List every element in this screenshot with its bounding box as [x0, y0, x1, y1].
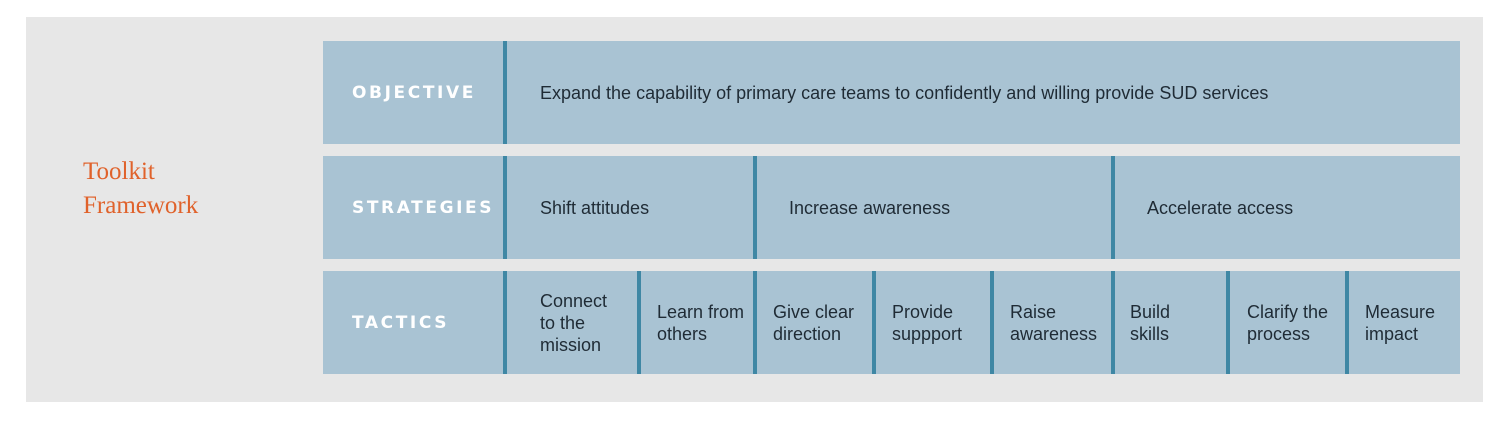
tactic-cell: Learn from others — [637, 271, 753, 374]
strategies-label: STRATEGIES — [352, 197, 495, 218]
tactic-line: awareness — [1010, 323, 1098, 344]
tactic-text: Learn from others — [657, 301, 744, 345]
strategy-text: Shift attitudes — [540, 197, 650, 218]
tactic-line: Provide — [892, 301, 954, 322]
tactic-line: to the — [540, 312, 586, 333]
objective-text: Expand the capability of primary care te… — [540, 82, 1269, 103]
tactic-cell: Build skills — [1111, 271, 1226, 374]
tactic-line: impact — [1365, 323, 1419, 344]
tactic-line: suppport — [892, 323, 963, 344]
tactic-line: Connect — [540, 290, 608, 311]
tactic-text: Raise awareness — [1010, 301, 1097, 345]
tactic-line: Build — [1130, 301, 1171, 322]
tactic-line: Measure — [1365, 301, 1436, 322]
strategy-cell: Shift attitudes — [503, 156, 753, 259]
tactic-text: Clarify the process — [1247, 301, 1328, 345]
objective-cell: Expand the capability of primary care te… — [503, 41, 1460, 144]
objective-label: OBJECTIVE — [352, 82, 476, 103]
tactic-line: process — [1247, 323, 1311, 344]
tactic-cell: Connect to the mission — [503, 271, 637, 374]
tactic-cell: Provide suppport — [872, 271, 990, 374]
tactic-cell: Give clear direction — [753, 271, 872, 374]
tactic-text: Connect to the mission — [540, 290, 607, 356]
tactic-line: others — [657, 323, 708, 344]
tactic-line: Clarify the — [1247, 301, 1329, 322]
tactics-label: TACTICS — [352, 312, 450, 333]
framework-title-line-2: Framework — [83, 192, 199, 219]
tactic-line: Give clear — [773, 301, 855, 322]
strategy-cell: Accelerate access — [1111, 156, 1460, 259]
strategy-text: Accelerate access — [1147, 197, 1294, 218]
tactic-text: Provide suppport — [892, 301, 962, 345]
objective-row: OBJECTIVE Expand the capability of prima… — [323, 41, 1460, 144]
strategies-row: STRATEGIES Shift attitudes Increase awar… — [323, 156, 1460, 259]
strategy-text: Increase awareness — [789, 197, 951, 218]
tactic-line: direction — [773, 323, 842, 344]
tactic-line: skills — [1130, 323, 1169, 344]
tactic-cell: Clarify the process — [1226, 271, 1345, 374]
tactic-text: Measure impact — [1365, 301, 1435, 345]
framework-title: Toolkit Framework — [83, 155, 283, 223]
strategy-cell: Increase awareness — [753, 156, 1111, 259]
tactics-row: TACTICS Connect to the mission Learn fro… — [323, 271, 1460, 374]
tactic-line: Raise — [1010, 301, 1057, 322]
framework-title-line-1: Toolkit — [83, 158, 155, 185]
tactic-cell: Raise awareness — [990, 271, 1111, 374]
tactic-line: Learn from — [657, 301, 745, 322]
tactic-line: mission — [540, 334, 602, 355]
tactic-text: Give clear direction — [773, 301, 854, 345]
tactic-text: Build skills — [1130, 301, 1170, 345]
tactic-cell: Measure impact — [1345, 271, 1460, 374]
